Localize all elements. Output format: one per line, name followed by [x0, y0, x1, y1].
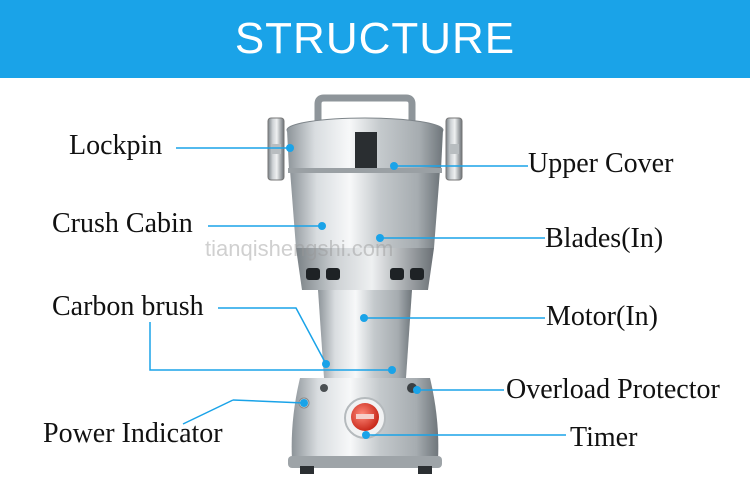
label-timer: Timer — [570, 422, 638, 453]
left-lockpin — [267, 117, 285, 181]
right-foot — [418, 466, 432, 474]
vent-slots — [306, 268, 424, 280]
leader-power-indicator — [182, 399, 234, 425]
base-foot-ring — [288, 456, 442, 468]
timer-grip — [356, 414, 374, 419]
left-foot — [300, 466, 314, 474]
header-banner: STRUCTURE — [0, 0, 750, 78]
label-overload-protector: Overload Protector — [506, 374, 720, 405]
leader-carbon-brush-a — [218, 307, 327, 365]
label-lockpin: Lockpin — [69, 130, 163, 161]
label-motor: Motor(In) — [546, 301, 658, 332]
handle — [314, 94, 416, 128]
cabin-rim — [288, 168, 442, 173]
leader-power-indicator-b — [232, 399, 305, 404]
crush-cabin-body — [290, 170, 440, 248]
watermark: tianqishengshi.com — [205, 236, 394, 261]
label-blades: Blades(In) — [545, 223, 664, 254]
carbon-brush-cap-left — [320, 384, 328, 392]
label-crush-cabin: Crush Cabin — [52, 208, 193, 239]
right-lockpin — [445, 117, 463, 181]
motor-column — [318, 290, 412, 378]
leader-carbon-brush-b — [149, 322, 392, 371]
leader-lines — [149, 147, 566, 436]
label-carbon-brush: Carbon brush — [52, 291, 204, 322]
label-power-indicator: Power Indicator — [43, 418, 223, 449]
leader-dots — [286, 144, 421, 439]
label-upper-cover: Upper Cover — [528, 148, 674, 179]
header-title: STRUCTURE — [234, 14, 516, 63]
